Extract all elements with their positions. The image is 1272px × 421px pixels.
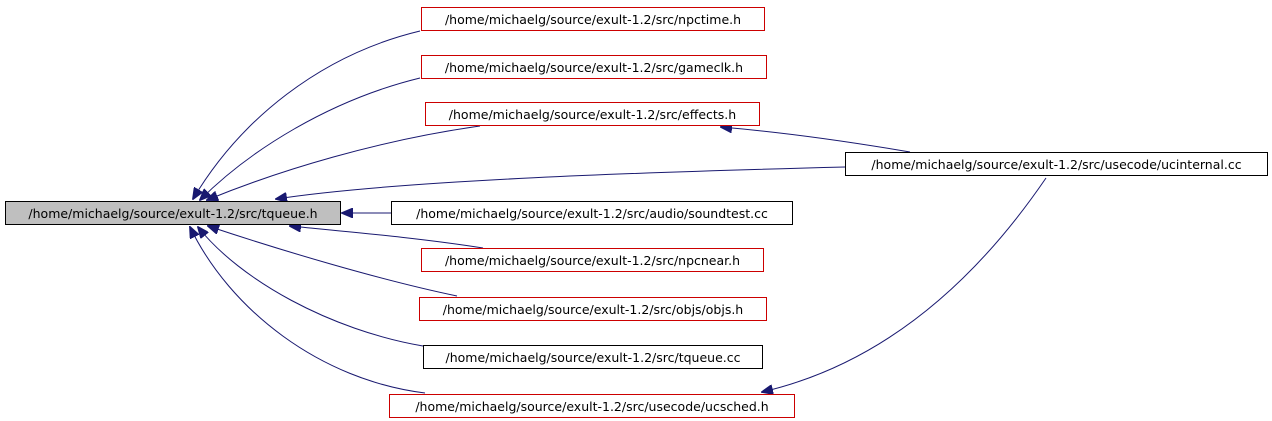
edge-objs-to-tqueue bbox=[208, 226, 458, 297]
node-effects-h[interactable]: /home/michaelg/source/exult-1.2/src/effe… bbox=[425, 102, 760, 126]
edge-npcnear-to-tqueue bbox=[290, 226, 484, 249]
node-npctime-h[interactable]: /home/michaelg/source/exult-1.2/src/npct… bbox=[421, 7, 765, 31]
edge-effects-to-tqueue bbox=[207, 125, 481, 200]
node-ucsched-h[interactable]: /home/michaelg/source/exult-1.2/src/usec… bbox=[389, 394, 795, 418]
node-gameclk-h[interactable]: /home/michaelg/source/exult-1.2/src/game… bbox=[421, 55, 767, 79]
edge-ucinternal-to-effects bbox=[721, 127, 911, 153]
edge-ucsched-to-tqueue bbox=[190, 227, 426, 394]
node-objs-h[interactable]: /home/michaelg/source/exult-1.2/src/objs… bbox=[419, 297, 767, 321]
node-npcnear-h[interactable]: /home/michaelg/source/exult-1.2/src/npcn… bbox=[421, 248, 764, 272]
node-ucinternal-cc[interactable]: /home/michaelg/source/exult-1.2/src/usec… bbox=[845, 152, 1268, 176]
edge-tqueuecc-to-tqueue bbox=[198, 227, 424, 347]
node-tqueue-h: /home/michaelg/source/exult-1.2/src/tque… bbox=[5, 201, 341, 225]
edge-ucinternal-to-tqueue bbox=[276, 166, 846, 199]
edge-gameclk-to-tqueue bbox=[200, 77, 421, 200]
edge-ucinternal-to-ucsched bbox=[762, 177, 1047, 392]
edge-npctime-to-tqueue bbox=[193, 30, 421, 199]
node-tqueue-cc[interactable]: /home/michaelg/source/exult-1.2/src/tque… bbox=[423, 345, 763, 369]
node-soundtest-cc[interactable]: /home/michaelg/source/exult-1.2/src/audi… bbox=[391, 201, 793, 225]
